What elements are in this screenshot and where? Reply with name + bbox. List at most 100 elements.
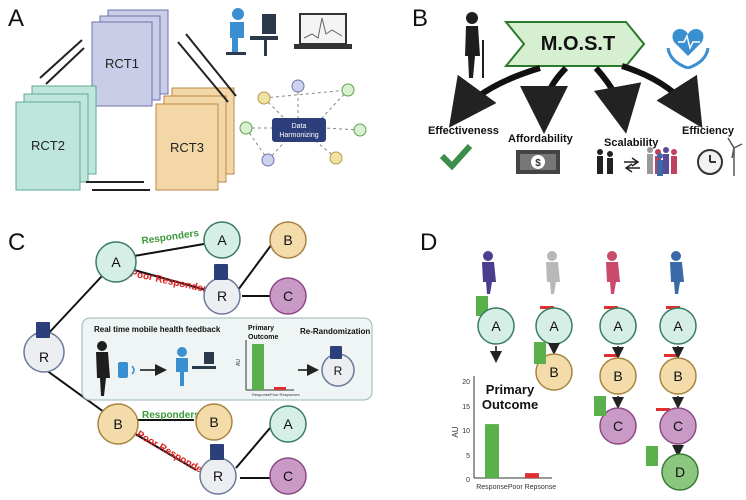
elderly-person-icon: [465, 12, 484, 78]
poor-responders-label-top: Poor Responders: [129, 268, 213, 296]
poor-bar-col4-c: [656, 408, 670, 411]
svg-text:A: A: [111, 254, 121, 270]
node-a-responder: A: [203, 221, 241, 259]
node-d-d-col4: D: [661, 453, 699, 491]
data-harmonizing-network: Data Harmonizing: [239, 79, 367, 167]
outcome-affordability: Affordability: [508, 133, 574, 145]
panel-b-letter: B: [412, 5, 428, 32]
panel-b: B M.O.S.T Effectiveness Affordability Sc: [412, 5, 743, 176]
node-c-upper: C: [269, 277, 307, 315]
node-d-a-col3: A: [599, 307, 637, 345]
svg-text:R: R: [213, 468, 223, 484]
svg-text:R: R: [39, 349, 49, 365]
outcome-scalability: Scalability: [604, 137, 659, 149]
clinician-icon: [176, 347, 216, 386]
svg-text:A: A: [491, 318, 501, 334]
money-icon: $: [516, 150, 560, 174]
poor-bar-col2: [540, 306, 554, 309]
response-bar-col3: [594, 396, 606, 416]
checkmark-icon: [439, 143, 473, 171]
sequence-lines: [45, 243, 273, 479]
chart-title-1: Primary: [486, 382, 535, 397]
bar-label-poor: Poor Repsonse: [508, 484, 556, 491]
primary-outcome-2: Outcome: [248, 334, 278, 341]
heart-hands-icon: [666, 28, 710, 70]
response-bar-col2: [534, 342, 546, 364]
poor-bar-col4-b: [664, 354, 678, 357]
panel-d-letter: D: [420, 229, 437, 256]
panel-c-letter: C: [8, 229, 25, 256]
feedback-inset: Real time mobile health feedback Primary…: [81, 317, 373, 401]
poor-bar-col3-a: [604, 306, 618, 309]
person-icon-blue: [670, 251, 684, 294]
svg-text:Poor Responses: Poor Responses: [270, 392, 300, 397]
exchange-arrows: [39, 33, 237, 191]
responders-label-bottom: Responders: [142, 410, 200, 421]
node-c-lower: C: [269, 457, 307, 495]
panel-a-letter: A: [8, 5, 24, 32]
tick-5: 5: [466, 453, 470, 460]
person-icon-pink: [606, 251, 620, 294]
tick-0: 0: [466, 477, 470, 484]
node-b-upper: B: [269, 221, 307, 259]
node-r-lower: R: [199, 444, 237, 495]
node-b-responder: B: [195, 403, 233, 441]
node-b-first: B: [97, 403, 139, 445]
node-r-upper: R: [203, 264, 241, 315]
svg-text:R: R: [334, 364, 343, 378]
chart-title-2: Outcome: [482, 397, 538, 412]
rerandomization-label: Re-Randomization: [300, 327, 370, 336]
most-banner: M.O.S.T: [503, 21, 646, 67]
node-d-a-col2: A: [535, 307, 573, 345]
primary-outcome-chart: Primary Outcome AU 20 15 10 5 0 Response…: [451, 376, 556, 491]
panel-d: D A A B: [420, 229, 699, 491]
poor-bar-col3-b: [604, 354, 618, 357]
svg-text:A: A: [549, 318, 559, 334]
harmonizing-label-1: Data: [292, 123, 307, 130]
svg-text:R: R: [217, 288, 227, 304]
mini-bar-poor: [274, 387, 286, 390]
rct2-label: RCT2: [31, 138, 65, 153]
svg-text:A: A: [673, 318, 683, 334]
node-d-a-col4: A: [659, 307, 697, 345]
svg-text:A: A: [283, 416, 293, 432]
responders-label-top: Responders: [141, 228, 200, 247]
rct1-label: RCT1: [105, 56, 139, 71]
chart-y-label: AU: [451, 426, 460, 437]
svg-text:C: C: [673, 418, 683, 434]
poor-bar-col4-a: [666, 306, 680, 309]
patient-icon: [96, 341, 110, 396]
svg-text:B: B: [673, 368, 682, 384]
outcome-effectiveness: Effectiveness: [428, 125, 499, 137]
mini-bar-response: [252, 344, 264, 390]
tick-15: 15: [462, 404, 470, 411]
feedback-title: Real time mobile health feedback: [94, 325, 221, 334]
laptop-icon: [294, 13, 352, 49]
node-d-b-col4: B: [659, 357, 697, 395]
svg-text:$: $: [535, 158, 541, 169]
svg-text:B: B: [209, 414, 218, 430]
outcome-efficiency: Efficiency: [682, 125, 735, 137]
phone-icon: [118, 362, 128, 378]
harmonizing-label-2: Harmonizing: [279, 132, 318, 139]
svg-text:AU: AU: [236, 359, 242, 366]
node-d-a-col1: A: [477, 307, 515, 345]
rct1-stack: RCT1: [91, 9, 169, 107]
bar-label-response: Response: [476, 484, 508, 491]
panel-a: A RCT1 RCT2 RCT3: [8, 5, 367, 191]
svg-text:A: A: [613, 318, 623, 334]
svg-text:B: B: [549, 364, 558, 380]
mini-outcome-chart: AU Response Poor Responses: [236, 340, 300, 397]
rct2-stack: RCT2: [15, 85, 97, 191]
chart-bar-response: [485, 424, 499, 478]
svg-text:B: B: [283, 232, 292, 248]
svg-text:B: B: [113, 416, 122, 432]
panel-c: C Responders Poor Responders Responders …: [8, 221, 373, 495]
node-r-root: R: [23, 322, 65, 373]
node-d-c-col3: C: [599, 407, 637, 445]
clock-icon: [697, 149, 723, 175]
scalability-people-icon: [597, 147, 677, 176]
svg-text:C: C: [283, 288, 293, 304]
person-icon-grey: [546, 251, 560, 294]
